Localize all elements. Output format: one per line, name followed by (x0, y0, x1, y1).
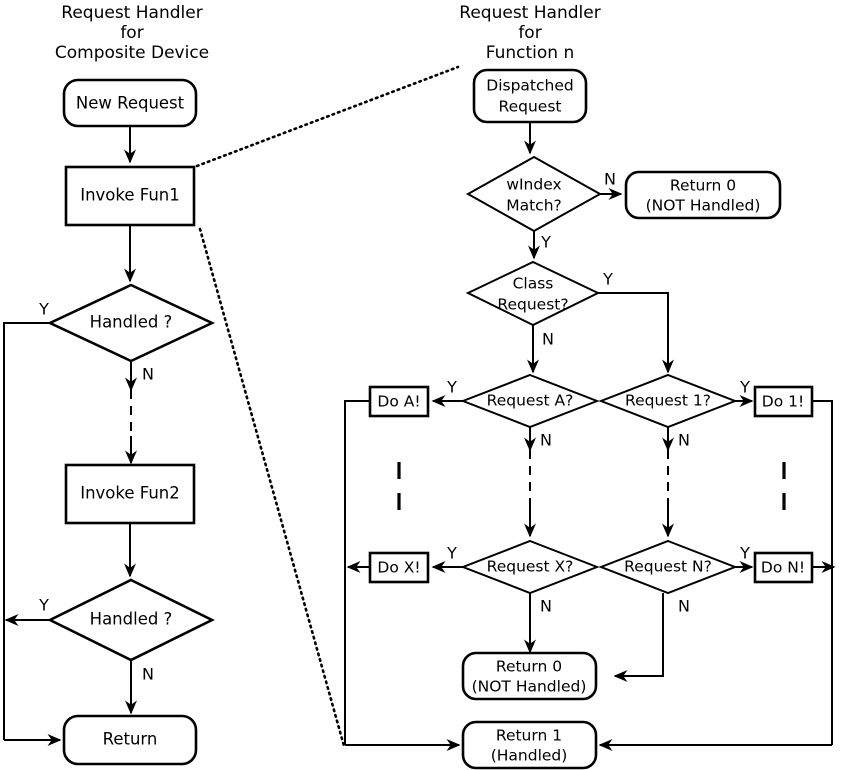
node-return1-line2: (Handled) (491, 747, 568, 765)
edge-doa-to-left-rail (344, 400, 370, 745)
node-windex-match[interactable] (465, 155, 603, 233)
node-handled-2-label: Handled ? (90, 610, 173, 629)
node-invoke-fun1[interactable] (64, 165, 196, 227)
node-windex-match-line1: wIndex (506, 176, 561, 194)
node-do-a-label: Do A! (377, 393, 420, 411)
left-title-line-2: for (120, 23, 143, 43)
left-title-line-1: Request Handler (61, 3, 202, 23)
node-return-label: Return (103, 730, 158, 749)
right-title-line-2: for (518, 23, 541, 43)
node-request-n-label: Request N? (624, 558, 712, 576)
node-return1[interactable] (461, 720, 598, 770)
node-request-1-label: Request 1? (625, 392, 711, 410)
branch-label-class-no: N (542, 330, 554, 349)
node-request-n[interactable] (598, 539, 738, 595)
expansion-connector-bottom (198, 227, 346, 748)
branch-label-handled2-no: N (142, 665, 154, 684)
branch-label-class-yes: Y (602, 270, 613, 289)
branch-label-requestn-no: N (678, 597, 690, 616)
node-return1-line1: Return 1 (496, 727, 562, 745)
node-windex-match-line2: Match? (506, 197, 562, 215)
node-handled-1-label: Handled ? (90, 313, 173, 332)
branch-label-requestx-no: N (540, 597, 552, 616)
branch-label-handled2-yes: Y (38, 596, 49, 615)
branch-label-requestn-yes: Y (739, 544, 750, 563)
node-class-request-line2: Request? (497, 296, 568, 314)
node-do-x[interactable] (368, 551, 430, 584)
node-dispatched-request-line2: Request (499, 98, 562, 116)
edge-class-yes-to-request1 (598, 292, 674, 374)
branch-label-windex-yes: Y (540, 233, 551, 252)
branch-label-request1-yes: Y (739, 378, 750, 397)
expansion-connector-top (195, 65, 460, 168)
node-return0-top-line1: Return 0 (670, 177, 736, 195)
right-title-line-1: Request Handler (459, 3, 600, 23)
node-return0-top[interactable] (624, 170, 782, 220)
node-do-x-label: Do X! (377, 559, 420, 577)
node-return[interactable] (62, 714, 198, 766)
branch-label-windex-no: N (604, 170, 616, 189)
node-do-n-label: Do N! (761, 559, 805, 577)
branch-label-requestx-yes: Y (446, 544, 457, 563)
node-new-request-label: New Request (76, 94, 185, 113)
edge-requestn-no-to-return0 (613, 593, 664, 682)
node-return0-bottom[interactable] (461, 651, 598, 701)
branch-label-requesta-yes: Y (446, 378, 457, 397)
node-dispatched-request-line1: Dispatched (486, 77, 573, 95)
edge-do1-to-right-rail (812, 400, 833, 745)
node-do-a[interactable] (368, 385, 430, 418)
node-do-1-label: Do 1! (762, 393, 804, 411)
node-class-request[interactable] (465, 260, 601, 327)
node-invoke-fun2-label: Invoke Fun2 (80, 484, 180, 503)
node-invoke-fun2[interactable] (64, 463, 196, 525)
node-do-n[interactable] (753, 551, 814, 584)
branch-label-handled1-no: N (142, 365, 154, 384)
node-class-request-line1: Class (513, 275, 554, 293)
node-return0-bottom-line1: Return 0 (496, 658, 562, 676)
node-return0-bottom-line2: (NOT Handled) (472, 678, 587, 696)
left-title-line-3: Composite Device (55, 43, 209, 63)
branch-label-requesta-no: N (540, 431, 552, 450)
branch-label-handled1-yes: Y (38, 300, 49, 319)
node-invoke-fun1-label: Invoke Fun1 (80, 186, 180, 205)
node-return0-top-line2: (NOT Handled) (646, 197, 761, 215)
branch-label-request1-no: N (678, 431, 690, 450)
node-request-a-label: Request A? (487, 392, 574, 410)
node-request-x-label: Request X? (487, 558, 574, 576)
edge-handled1-yes-rail (3, 322, 50, 740)
right-title-line-3: Function n (486, 43, 575, 63)
